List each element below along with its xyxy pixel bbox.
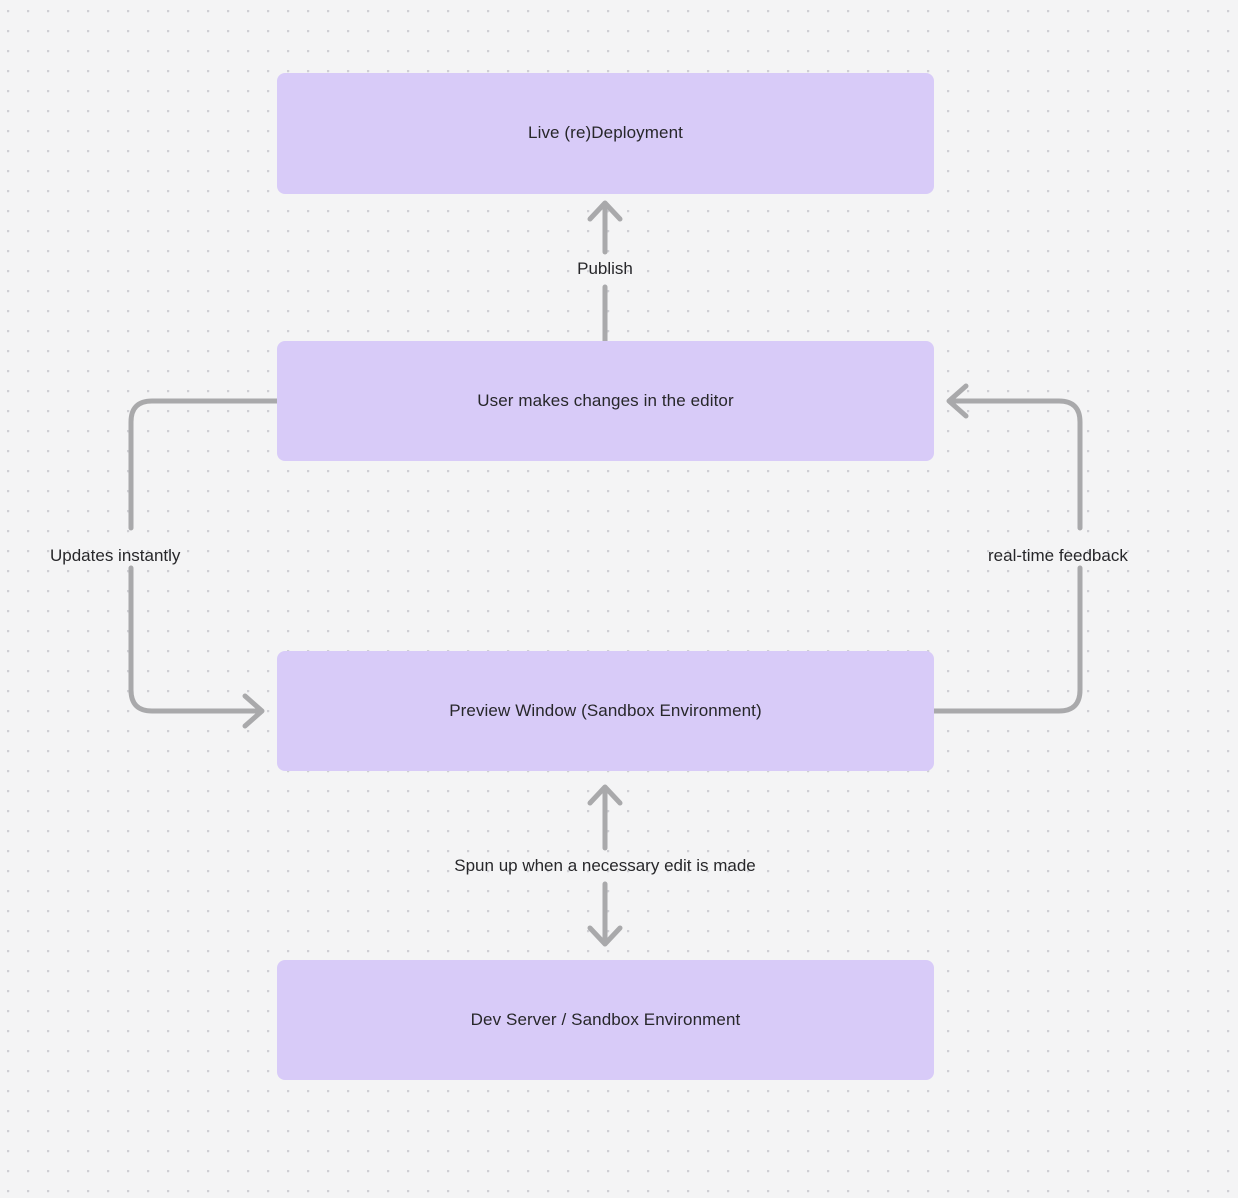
node-dev-server[interactable]: Dev Server / Sandbox Environment [277,960,934,1080]
node-label: Preview Window (Sandbox Environment) [449,700,762,720]
node-live-deployment[interactable]: Live (re)Deployment [277,73,934,194]
edge-label-updates-instantly: Updates instantly [50,546,181,565]
node-user-edits[interactable]: User makes changes in the editor [277,341,934,461]
node-label: Live (re)Deployment [528,123,683,143]
edge-label-spun-up: Spun up when a necessary edit is made [454,855,756,875]
node-label: User makes changes in the editor [477,390,734,410]
node-label: Dev Server / Sandbox Environment [470,1009,741,1029]
edge-label-real-time-feedback: real-time feedback [988,546,1128,565]
edge-label-publish: Publish [577,258,633,278]
node-preview-window[interactable]: Preview Window (Sandbox Environment) [277,651,934,771]
